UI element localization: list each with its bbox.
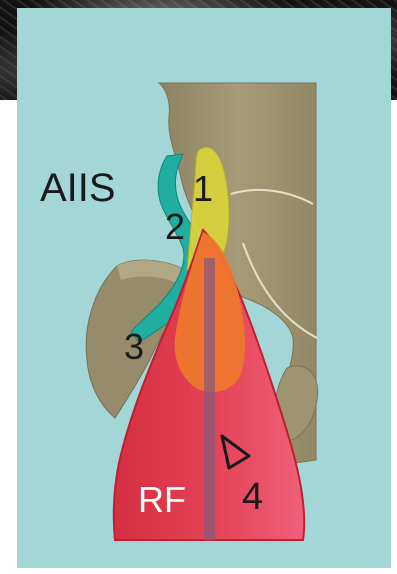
label-aiis: AIIS <box>40 168 116 208</box>
anatomy-diagram-panel: AIIS 1 2 3 4 RF <box>17 8 391 568</box>
label-3: 3 <box>124 329 144 365</box>
label-rf: RF <box>138 482 186 518</box>
label-4: 4 <box>242 478 263 516</box>
label-2: 2 <box>165 209 185 245</box>
central-tendon <box>204 258 215 540</box>
anatomy-diagram <box>17 8 391 568</box>
label-1: 1 <box>193 171 213 207</box>
